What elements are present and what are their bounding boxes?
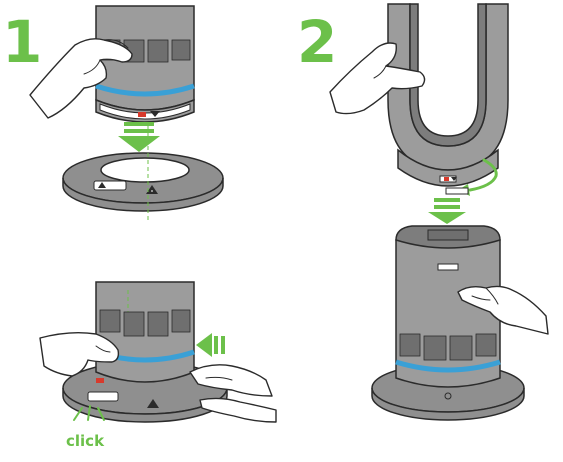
push-left-arrow-icon bbox=[196, 333, 225, 357]
step-2-number: 2 bbox=[297, 8, 337, 76]
down-triangle-marker-icon bbox=[150, 111, 160, 117]
blue-light-band-3 bbox=[395, 359, 501, 373]
push-down-arrow-icon-2 bbox=[428, 198, 466, 224]
air-inlet-grill-2 bbox=[99, 309, 191, 337]
push-down-arrow-icon bbox=[118, 122, 160, 152]
rotate-arrow-icon bbox=[445, 158, 498, 196]
loop-amplifier bbox=[387, 3, 509, 187]
warning-triangle-icon bbox=[146, 185, 158, 194]
left-hand-pushing bbox=[39, 331, 120, 377]
hand-holding-loop bbox=[329, 42, 426, 115]
right-hand-holding-plate bbox=[189, 364, 277, 423]
air-inlet-grill-3 bbox=[399, 333, 497, 361]
hand-holding-body bbox=[29, 38, 133, 119]
step-1-number: 1 bbox=[2, 8, 42, 76]
hand-holding-base bbox=[457, 285, 549, 335]
plate-label bbox=[93, 180, 127, 191]
lock-marker-icon bbox=[138, 112, 146, 117]
fan-base-body-assembled bbox=[95, 281, 195, 383]
step-1-bottom-panel: click bbox=[39, 281, 277, 450]
plate-label-warning-icon bbox=[98, 182, 106, 188]
blue-light-band bbox=[95, 83, 195, 97]
step-2-panel: 2 bbox=[297, 3, 549, 421]
click-burst-icon bbox=[73, 405, 105, 421]
step-1-top-panel: 1 bbox=[2, 5, 224, 222]
click-label: click bbox=[66, 432, 105, 450]
fan-base-body bbox=[95, 5, 195, 123]
warning-triangle-icon-2 bbox=[147, 399, 159, 408]
fan-base-unit bbox=[371, 225, 525, 421]
base-plate-ring bbox=[62, 152, 224, 212]
